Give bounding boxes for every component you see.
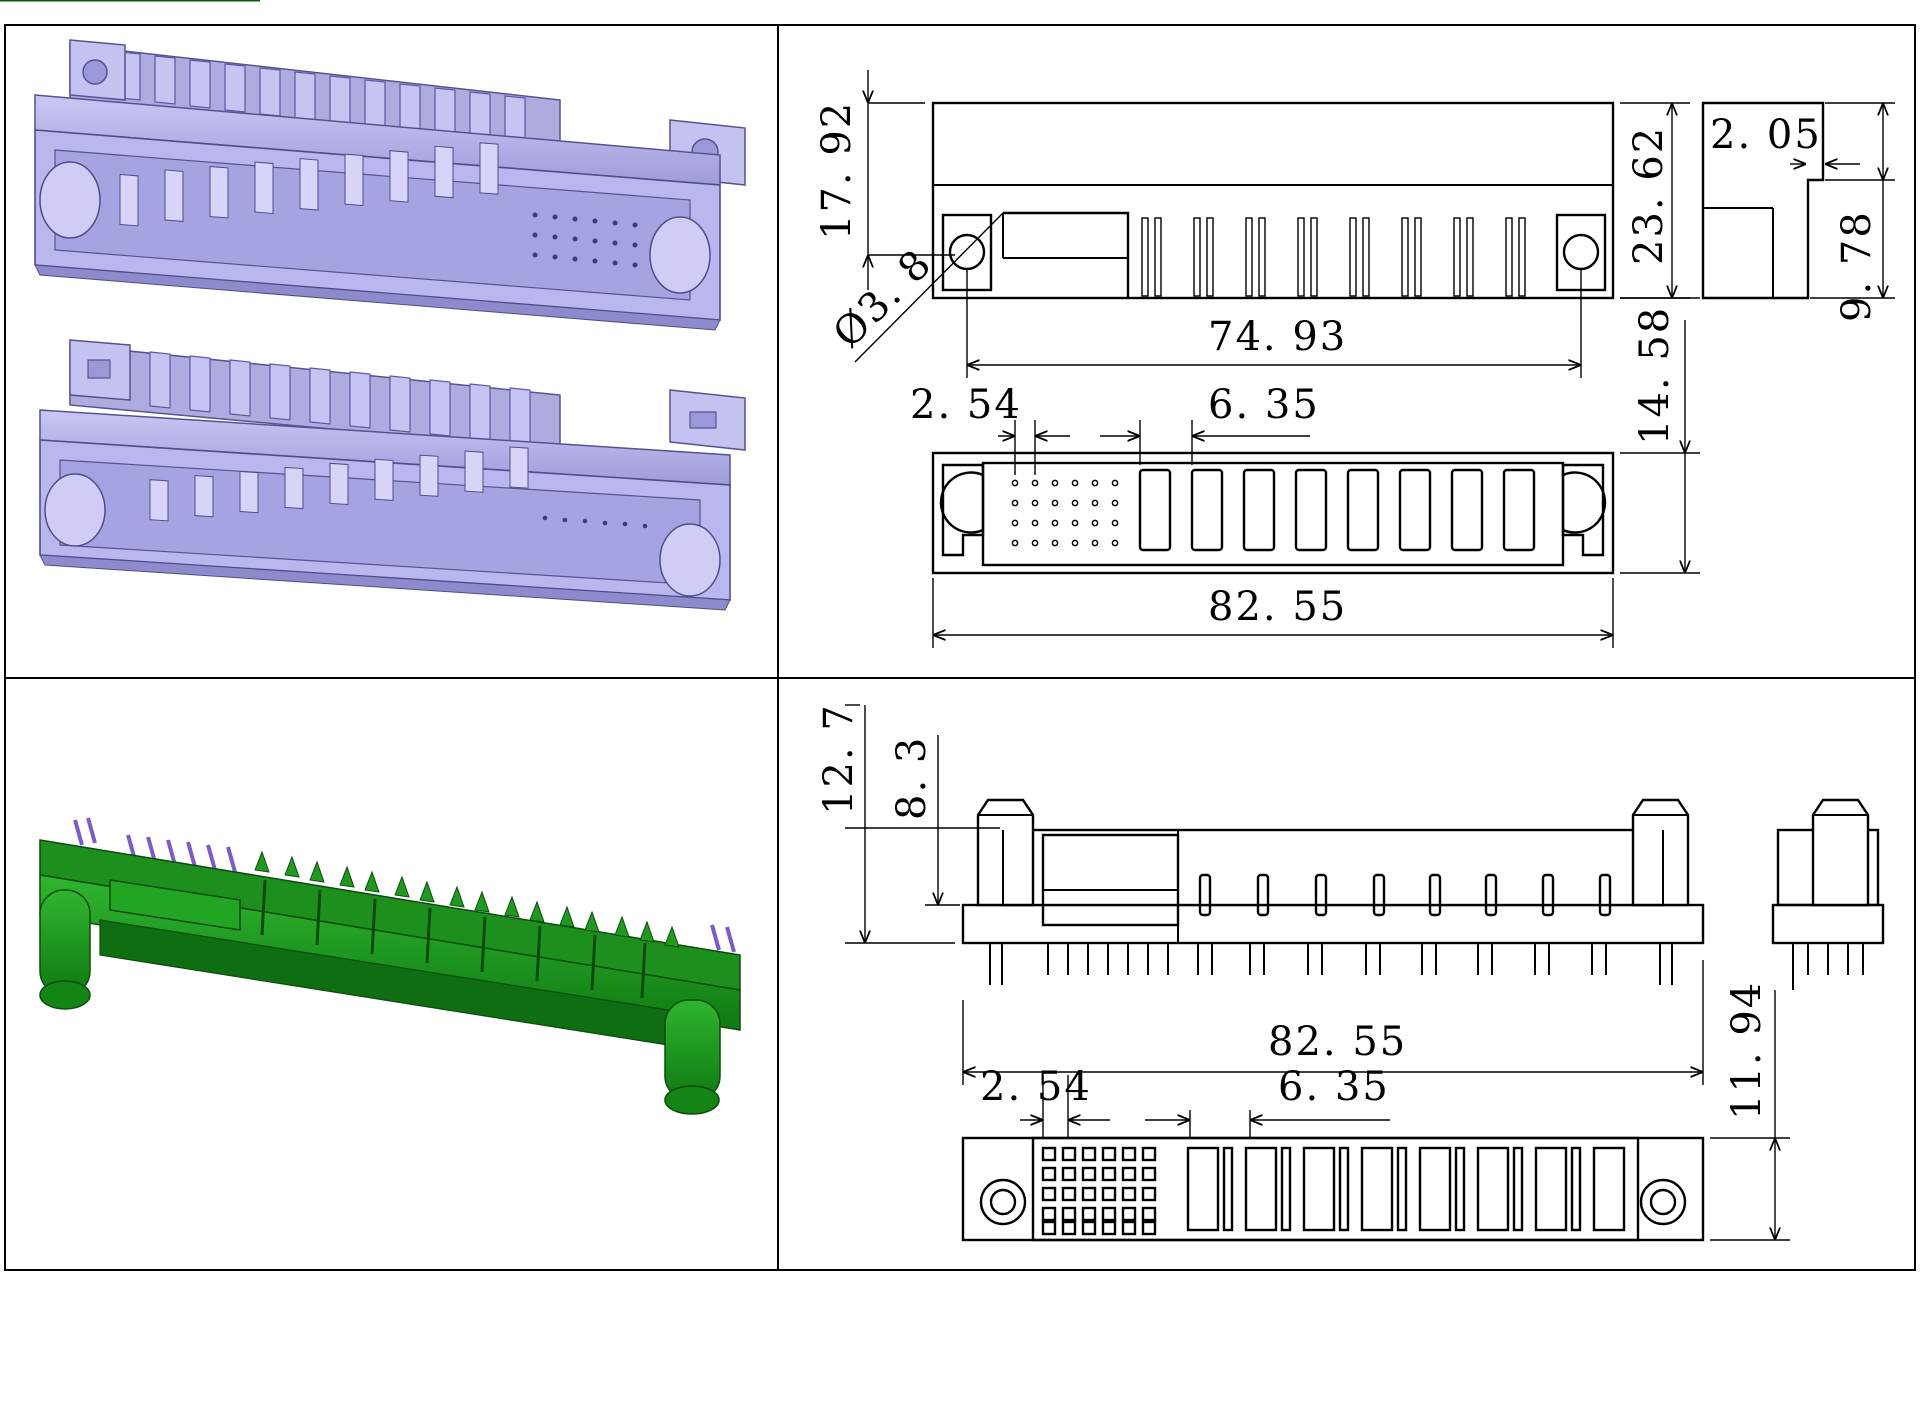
footprint-signal-pads xyxy=(1041,1146,1157,1236)
contact-slots-lower xyxy=(149,446,529,522)
dim-11-94: 11. 94 xyxy=(1724,981,1770,1120)
dim-12-7: 12. 7 xyxy=(816,703,862,815)
contact-slots xyxy=(119,142,499,227)
cooling-fins-lower xyxy=(149,351,531,445)
dim-17-92: 17. 92 xyxy=(814,101,860,240)
dim-14-58: 14. 58 xyxy=(1632,306,1678,445)
signal-pin-holes xyxy=(532,212,638,268)
front-view-fins xyxy=(1141,217,1526,297)
dim-2-05: 2. 05 xyxy=(1710,112,1822,158)
tail-pins xyxy=(989,943,1673,985)
dim-6-35-bottom: 6. 35 xyxy=(1278,1064,1390,1110)
dim-82-55-bottom: 82. 55 xyxy=(1268,1019,1407,1065)
drawing-top: 17. 92 Ø3. 8 74. 93 23. 62 2. 05 9. 78 xyxy=(814,70,1895,648)
dim-9-78: 9. 78 xyxy=(1834,210,1880,322)
top-pin-tips xyxy=(254,850,680,948)
power-contacts xyxy=(260,879,647,999)
dim-2-54-bottom: 2. 54 xyxy=(980,1064,1092,1110)
sheet-frame xyxy=(4,24,1916,1271)
signal-pin-holes-lower xyxy=(542,515,648,529)
render-female-connector-upper xyxy=(34,39,746,331)
signal-contact-dots xyxy=(1011,479,1119,547)
dim-8-3: 8. 3 xyxy=(889,736,935,820)
render-male-connector xyxy=(0,0,741,1115)
render-female-connector-lower xyxy=(39,339,746,611)
dim-23-62: 23. 62 xyxy=(1626,126,1672,265)
dim-diameter-3-8: Ø3. 8 xyxy=(825,240,942,357)
drawing-bottom: 12. 7 8. 3 82. 55 2. 54 6. 35 11. 94 xyxy=(816,703,1885,1242)
power-contact-slots xyxy=(1138,468,1536,552)
front-view-contact-windows xyxy=(1198,873,1612,917)
dim-2-54-top: 2. 54 xyxy=(910,382,1022,428)
dim-74-93: 74. 93 xyxy=(1208,314,1347,360)
dim-6-35-top: 6. 35 xyxy=(1208,382,1320,428)
footprint-power-slots xyxy=(1186,1146,1626,1232)
dim-82-55-top: 82. 55 xyxy=(1208,584,1347,630)
cooling-fins xyxy=(119,51,526,145)
